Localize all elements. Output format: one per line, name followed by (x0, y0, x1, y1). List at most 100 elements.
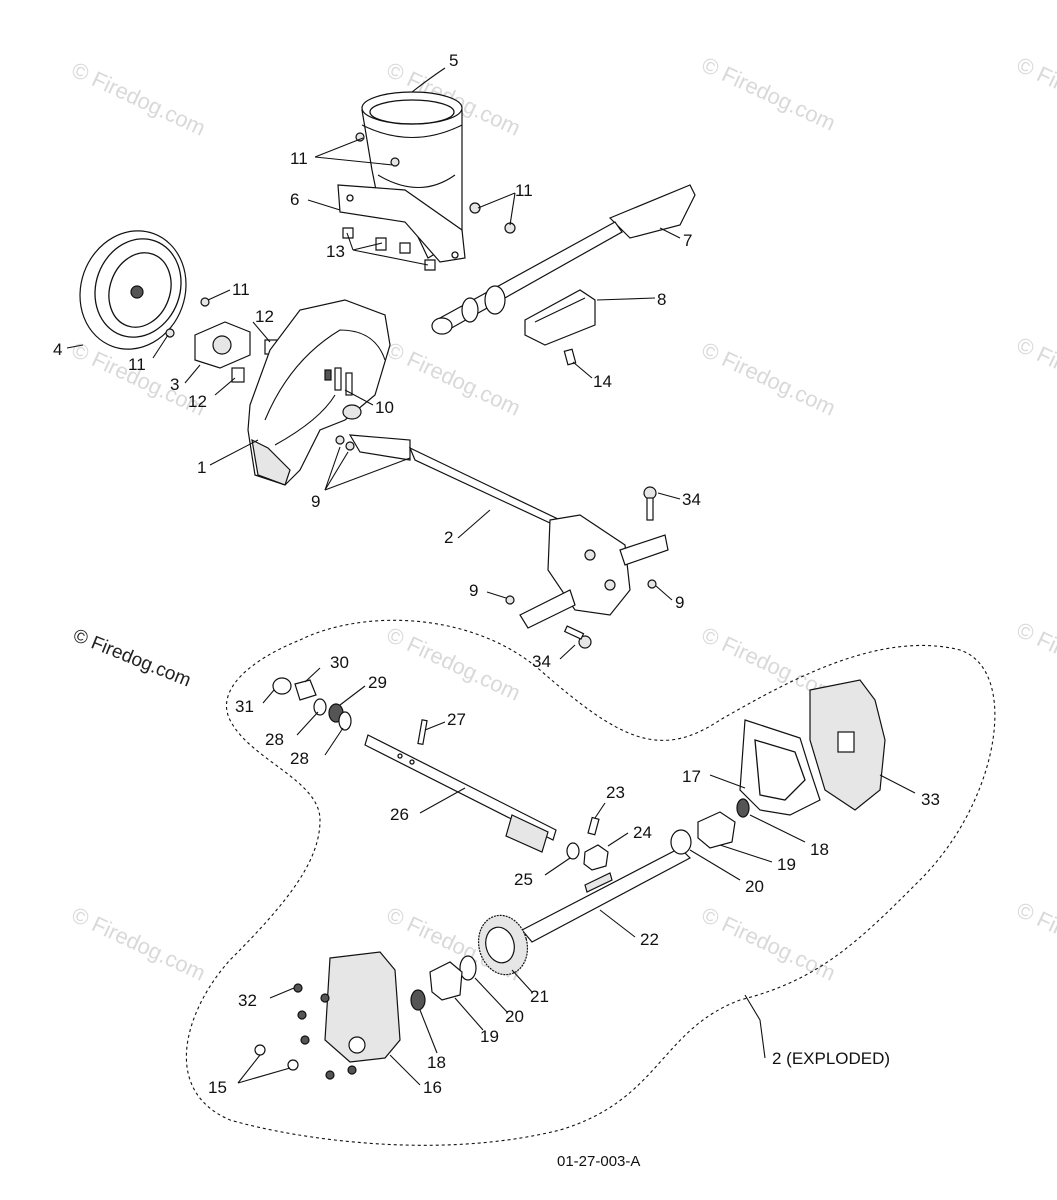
watermark: © Firedog.com (698, 337, 840, 421)
callout-3: 3 (170, 375, 179, 394)
part-16-gearbox-half (324, 951, 401, 1063)
part-20-washer (459, 955, 477, 981)
part-11-nut (469, 202, 481, 214)
callout-18: 18 (810, 840, 829, 859)
callout-30: 30 (330, 653, 349, 672)
callout-9: 9 (311, 492, 320, 511)
callout-28: 28 (290, 749, 309, 768)
part-4-pulley (79, 230, 187, 350)
part-17-gasket (739, 719, 821, 816)
callout-11: 11 (128, 355, 146, 374)
callout-20: 20 (505, 1007, 524, 1026)
callout-34: 34 (532, 652, 551, 671)
exploded-boundary (185, 619, 996, 1146)
callout-21: 21 (530, 987, 549, 1006)
part-10-pins (324, 367, 353, 396)
callout-10: 10 (375, 398, 394, 417)
part-11-nut (200, 297, 210, 307)
callout-8: 8 (657, 290, 666, 309)
part-34-bolt (643, 486, 657, 521)
callout-20: 20 (745, 877, 764, 896)
callout-28: 28 (265, 730, 284, 749)
part-27-pin (417, 719, 428, 746)
part-18-seal (736, 798, 750, 818)
part-28-washer (313, 698, 327, 716)
callout-12: 12 (188, 392, 207, 411)
callout-22: 22 (640, 930, 659, 949)
part-18-seal (410, 989, 426, 1011)
callout-19: 19 (777, 855, 796, 874)
part-9-nut (647, 579, 657, 589)
callout-9: 9 (675, 593, 684, 612)
part-24-nut (583, 844, 609, 871)
callout-27: 27 (447, 710, 466, 729)
watermark: © Firedog.com (383, 337, 525, 421)
callout-14: 14 (593, 372, 612, 391)
part-15-plug (254, 1044, 266, 1056)
part-31-ring (272, 677, 292, 695)
part-3-bearing-plate (194, 321, 251, 369)
watermark: © Firedog.com (1013, 52, 1057, 136)
part-23-key (587, 816, 600, 836)
callout-labels: 5 11 6 11 13 7 8 11 12 4 11 3 12 14 10 1… (53, 51, 940, 1170)
part-19-bushing (697, 811, 736, 849)
drawing-number: 01-27-003-A (557, 1153, 640, 1170)
callout-7: 7 (683, 231, 692, 250)
callout-34: 34 (682, 490, 701, 509)
part-32-screws (293, 983, 357, 1080)
watermark: © Firedog.com (698, 902, 840, 986)
part-9-nut (345, 441, 355, 451)
callout-6: 6 (290, 190, 299, 209)
exploded-label: 2 (EXPLODED) (772, 1049, 890, 1068)
watermark: © Firedog.com (1013, 897, 1057, 981)
callout-18: 18 (427, 1053, 446, 1072)
callout-16: 16 (423, 1078, 442, 1097)
callout-25: 25 (514, 870, 533, 889)
callout-9: 9 (469, 581, 478, 600)
watermark: © Firedog.com (1013, 332, 1057, 416)
callout-2: 2 (444, 528, 453, 547)
callout-13: 13 (326, 242, 345, 261)
copyright-label: © Firedog.com (70, 625, 194, 691)
part-14-screw (563, 348, 577, 366)
watermark: © Firedog.com (1013, 617, 1057, 701)
part-26-worm-shaft (364, 734, 557, 853)
callout-15: 15 (208, 1078, 227, 1097)
part-12-bolt (231, 367, 245, 383)
callout-29: 29 (368, 673, 387, 692)
part-30-bearing (294, 679, 317, 701)
callout-4: 4 (53, 340, 62, 359)
part-2-shaft-assembly (408, 446, 669, 629)
callout-11: 11 (515, 181, 533, 200)
part-15-plug (287, 1059, 299, 1071)
watermark: © Firedog.com (383, 622, 525, 706)
callout-11: 11 (290, 149, 308, 168)
callout-33: 33 (921, 790, 940, 809)
part-34-bolt (563, 625, 592, 649)
part-1-impeller-housing (247, 299, 411, 486)
part-13-bolts (342, 227, 436, 271)
callout-5: 5 (449, 51, 458, 70)
watermark: © Firedog.com (698, 52, 840, 136)
part-28-washer (338, 711, 352, 731)
leader-lines (66, 67, 916, 1086)
callout-11: 11 (232, 280, 250, 299)
watermark: © Firedog.com (68, 902, 210, 986)
callout-32: 32 (238, 991, 257, 1010)
part-33-gearbox-half (809, 679, 886, 811)
callout-24: 24 (633, 823, 652, 842)
part-21-gear (477, 914, 529, 976)
callout-23: 23 (606, 783, 625, 802)
callout-12: 12 (255, 307, 274, 326)
part-6-bracket (337, 184, 466, 263)
callout-19: 19 (480, 1027, 499, 1046)
part-9-nut (505, 595, 515, 605)
callout-26: 26 (390, 805, 409, 824)
part-8-bracket (524, 289, 596, 346)
part-7-shaft (431, 184, 696, 335)
part-19-bushing (429, 961, 463, 1001)
callout-1: 1 (197, 458, 206, 477)
part-22-axle (521, 847, 691, 943)
callout-17: 17 (682, 767, 701, 786)
